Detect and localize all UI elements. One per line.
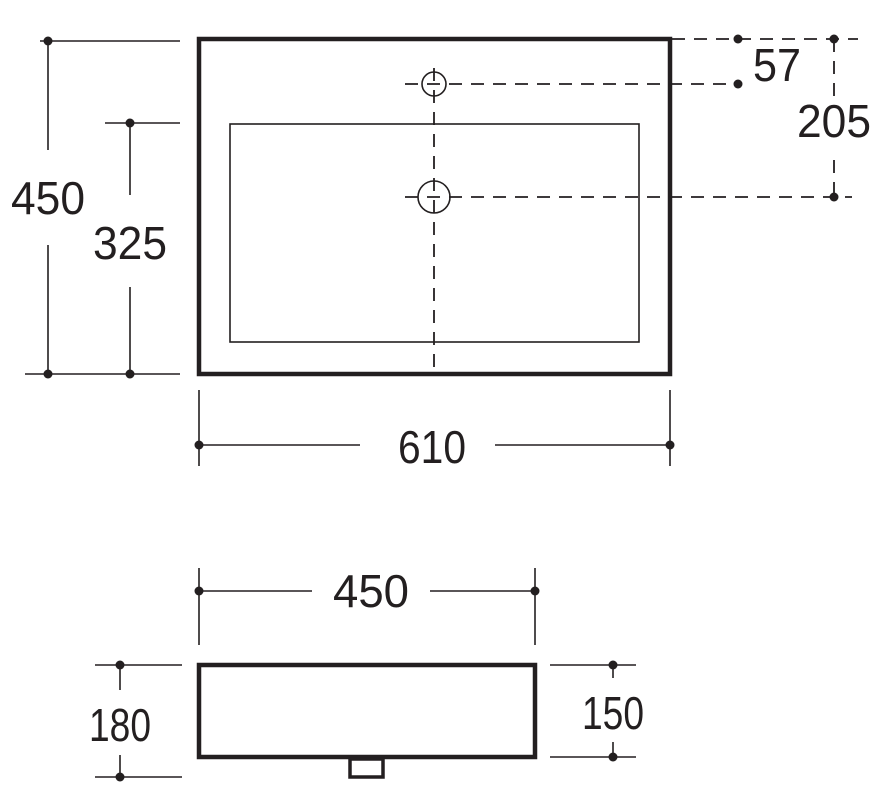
dimension-dot bbox=[194, 586, 204, 596]
dimension-dot bbox=[733, 34, 743, 44]
dimension-dot bbox=[608, 752, 618, 762]
side-view: 450 180 150 bbox=[89, 565, 644, 782]
dimension-dot bbox=[115, 660, 125, 670]
bowl-height-label: 150 bbox=[582, 687, 644, 739]
basin-side-outline bbox=[196, 662, 538, 760]
bowl-depth-label: 325 bbox=[93, 217, 167, 269]
dimension-dot bbox=[829, 192, 839, 202]
top-view: 57 205 450 325 610 bbox=[11, 34, 871, 473]
dimension-dot bbox=[43, 36, 53, 46]
dimension-dot bbox=[115, 772, 125, 782]
overall-height-label: 180 bbox=[89, 699, 151, 751]
waste-offset-label: 205 bbox=[797, 95, 871, 147]
tap-hole-offset-label: 57 bbox=[753, 39, 801, 91]
overall-width-label: 610 bbox=[398, 421, 466, 473]
dimension-dot bbox=[733, 79, 743, 89]
dimension-dot bbox=[194, 440, 204, 450]
overall-depth-label: 450 bbox=[11, 172, 85, 224]
dimension-dot bbox=[665, 440, 675, 450]
side-depth-label: 450 bbox=[333, 565, 409, 617]
dimension-dot bbox=[530, 586, 540, 596]
dimension-dot bbox=[125, 369, 135, 379]
dimension-dot bbox=[43, 369, 53, 379]
basin-outline bbox=[196, 36, 673, 377]
tap-hole-icon bbox=[421, 71, 447, 97]
waste-outlet bbox=[348, 757, 385, 779]
dimension-dot bbox=[608, 660, 618, 670]
dimension-dot bbox=[829, 34, 839, 44]
dimension-dot bbox=[125, 118, 135, 128]
